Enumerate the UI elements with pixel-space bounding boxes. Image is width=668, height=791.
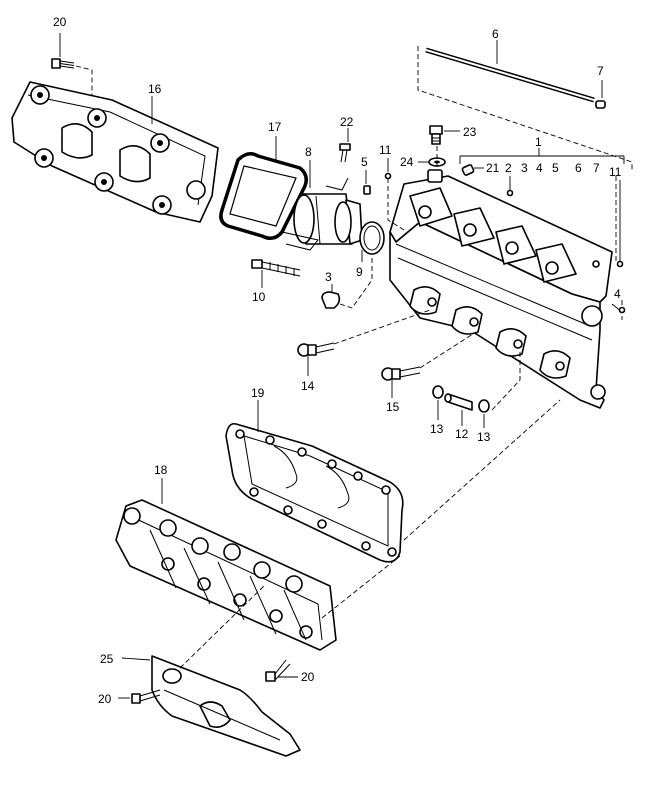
- sensor-23: [429, 125, 460, 145]
- callout-12: 12: [455, 427, 469, 441]
- plug-3: [321, 256, 373, 309]
- callout-20-right: 20: [301, 670, 315, 684]
- sleeve-12: [444, 393, 473, 426]
- callout-10: 10: [252, 290, 266, 304]
- callout-24: 24: [400, 155, 414, 169]
- callout-25: 25: [100, 652, 114, 666]
- callout-3-row: 3: [521, 161, 528, 175]
- callout-9: 9: [356, 265, 363, 279]
- callout-7-top: 7: [597, 64, 604, 78]
- callout-11-right: 11: [609, 165, 622, 179]
- callout-20-left: 20: [98, 692, 112, 706]
- cylinder-head-1: [389, 169, 613, 409]
- gasket-19: [225, 400, 404, 563]
- bolt-20-right: [265, 659, 298, 682]
- callout-17: 17: [268, 120, 282, 134]
- callout-20-top: 20: [53, 15, 67, 29]
- callout-13-right: 13: [477, 430, 491, 444]
- variator-8: [281, 160, 363, 251]
- callout-2: 2: [505, 161, 512, 175]
- washer-24: [418, 157, 446, 167]
- bolt-15: [381, 331, 477, 398]
- callout-11-left: 11: [379, 143, 392, 157]
- seal-13-right: [478, 399, 490, 428]
- bolt-20-top: [51, 33, 75, 69]
- callout-23: 23: [463, 125, 477, 139]
- plug-21: [461, 164, 484, 176]
- callout-labels: 20 16 17 8 22 6 7 23 24 21 11 5 1 2 3 4 …: [53, 15, 622, 706]
- callout-5-left: 5: [361, 155, 368, 169]
- callout-8: 8: [305, 145, 312, 159]
- callout-3: 3: [325, 270, 332, 284]
- seal-13-left: [432, 385, 444, 420]
- callout-22: 22: [340, 115, 354, 129]
- callout-18: 18: [154, 463, 168, 477]
- plug-7-top: [595, 80, 606, 109]
- callout-15: 15: [386, 400, 400, 414]
- callout-1: 1: [535, 135, 542, 149]
- callout-6-top: 6: [492, 27, 499, 41]
- callout-6-row: 6: [575, 161, 582, 175]
- rod-6: [417, 40, 633, 170]
- bolt-20-left: [118, 689, 161, 704]
- o-ring-9: [359, 221, 385, 262]
- callout-21: 21: [486, 161, 500, 175]
- callout-5-row: 5: [552, 161, 559, 175]
- screw-22: [339, 128, 351, 163]
- callout-4-side: 4: [614, 287, 621, 301]
- cover-plate-25: [121, 655, 301, 757]
- callout-13-left: 13: [430, 422, 444, 436]
- callout-7-row: 7: [593, 161, 600, 175]
- camshaft-cover-16: [11, 81, 219, 223]
- callout-14: 14: [301, 379, 315, 393]
- callout-16: 16: [148, 82, 162, 96]
- callout-4-row: 4: [536, 161, 543, 175]
- bolt-10: [251, 259, 301, 288]
- bolt-14: [297, 309, 431, 376]
- callout-19: 19: [251, 386, 265, 400]
